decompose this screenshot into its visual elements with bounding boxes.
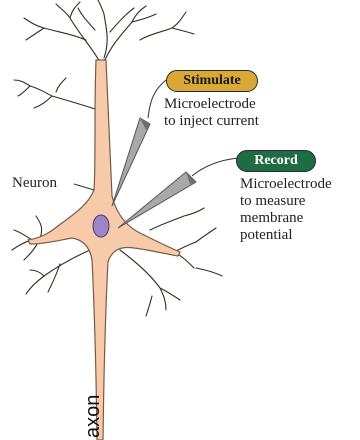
stimulate-badge: Stimulate xyxy=(166,70,258,92)
stimulate-caption: Microelectrode to inject current xyxy=(164,96,259,130)
record-caption-line-3: membrane xyxy=(240,210,332,227)
dendrites xyxy=(12,0,222,316)
nucleus xyxy=(93,215,109,237)
record-microelectrode xyxy=(118,172,196,228)
record-caption-line-2: to measure xyxy=(240,193,332,210)
stimulate-caption-line-1: Microelectrode xyxy=(164,96,259,113)
record-label: Record xyxy=(254,153,298,169)
neuron-cell-body xyxy=(28,60,180,440)
neuron-leader-line xyxy=(74,184,94,190)
record-caption-line-4: potential xyxy=(240,227,332,244)
record-badge: Record xyxy=(236,150,316,172)
axon-label: axon xyxy=(82,395,105,438)
stimulate-microelectrode xyxy=(112,118,150,206)
stimulate-caption-line-2: to inject current xyxy=(164,113,259,130)
record-caption-line-1: Microelectrode xyxy=(240,176,332,193)
neuron-label: Neuron xyxy=(12,175,57,192)
stimulate-label: Stimulate xyxy=(183,73,241,89)
record-leader-line xyxy=(192,158,238,176)
record-caption: Microelectrode to measure membrane poten… xyxy=(240,176,332,244)
